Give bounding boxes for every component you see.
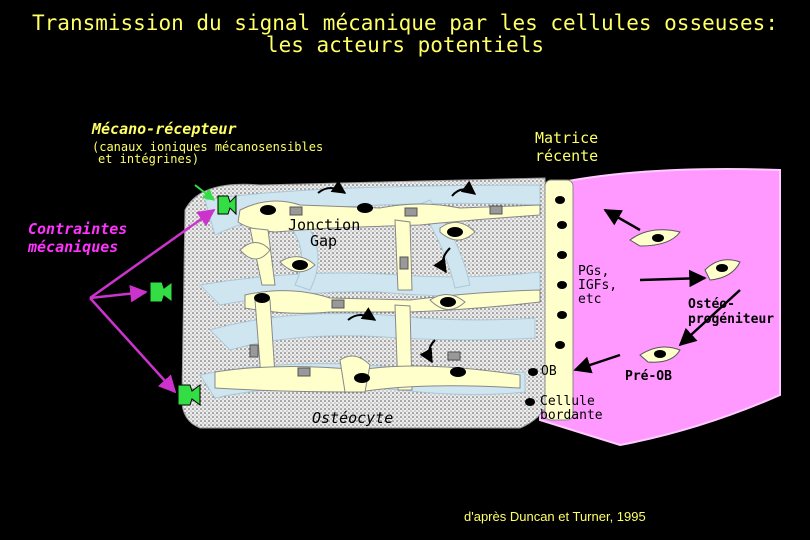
title-line-2: les acteurs potentiels <box>0 34 810 56</box>
label-jonction-2: Gap <box>310 234 337 250</box>
title-line-1: Transmission du signal mécanique par les… <box>0 12 810 34</box>
lining-cells <box>545 180 573 420</box>
label-matrice-1: Matrice <box>535 131 598 147</box>
label-mecano-detail-2: et intégrines) <box>98 153 199 166</box>
label-ob: OB <box>541 365 557 379</box>
label-osteo-1: Ostéo- <box>688 298 735 312</box>
label-osteocyte: Ostéocyte <box>312 411 393 427</box>
page-title: Transmission du signal mécanique par les… <box>0 12 810 56</box>
label-pgs-2: IGFs, <box>578 279 617 293</box>
label-contraintes-1: Contraintes <box>28 222 127 238</box>
label-mecano-recepteur: Mécano-récepteur <box>92 122 237 138</box>
label-cellule-1: Cellule <box>540 395 595 409</box>
label-cellule-2: bordante <box>540 409 603 423</box>
label-matrice-2: récente <box>535 149 598 165</box>
source-citation: d'après Duncan et Turner, 1995 <box>464 510 646 524</box>
label-contraintes-2: mécaniques <box>28 240 118 256</box>
label-pre-ob: Pré-OB <box>625 370 672 384</box>
label-pgs-1: PGs, <box>578 265 609 279</box>
label-osteo-2: progéniteur <box>688 313 774 327</box>
label-pgs-3: etc <box>578 293 601 307</box>
